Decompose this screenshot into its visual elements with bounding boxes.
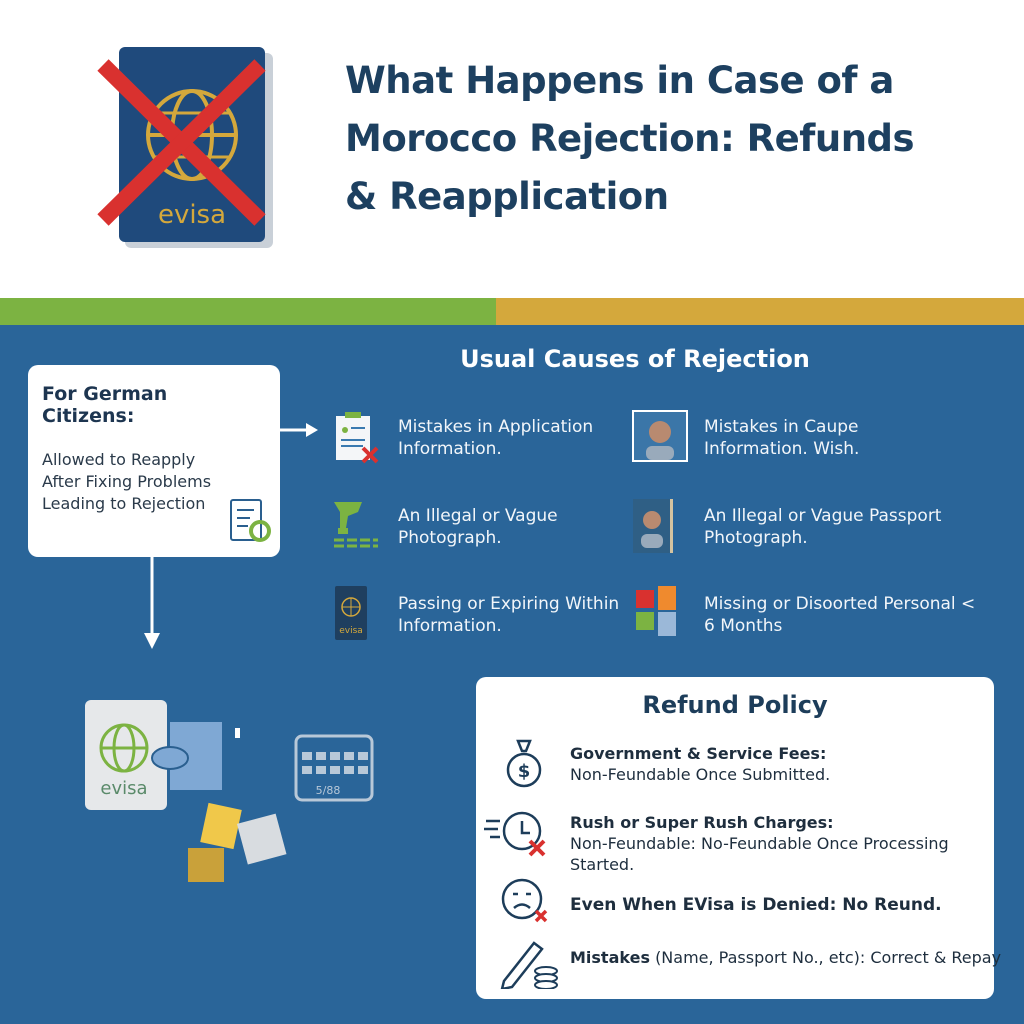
refund-item-heading: Rush or Super Rush Charges:: [570, 813, 834, 832]
cause-item: Mistakes in Caupe Information. Wish.: [704, 417, 860, 459]
passport-photo-icon: [633, 499, 673, 553]
passport-icon-label: evisa: [339, 626, 363, 636]
refund-item-heading: Government & Service Fees:: [570, 744, 827, 763]
calendar-label: 5/88: [316, 784, 341, 797]
refund-item: Even When EVisa is Denied: No Reund.: [570, 895, 990, 916]
refund-policy-card: Refund Policy $ Government & Service Fee…: [476, 677, 1001, 999]
cause-item: Mistakes in Application Information.: [398, 417, 594, 459]
cause-item: Passing or Expiring Within Information.: [398, 594, 620, 636]
checklist-icon: [230, 499, 271, 542]
clock-x-icon: [484, 811, 546, 857]
page-title: What Happens in Case of a Morocco Reject…: [345, 59, 915, 218]
pencil-coins-icon: [500, 941, 558, 989]
calendar-icon: [294, 734, 374, 802]
passport-label: evisa: [158, 200, 226, 230]
refund-item: Mistakes (Name, Passport No., etc): Corr…: [570, 947, 1002, 968]
refund-item-heading: Even When EVisa is Denied: No Reund.: [570, 895, 942, 915]
photo-portrait-icon: [632, 410, 688, 462]
causes-title: Usual Causes of Rejection: [460, 345, 810, 373]
svg-text:$: $: [518, 761, 531, 782]
refund-title: Refund Policy: [642, 691, 828, 719]
puzzle-icon: [636, 586, 676, 636]
refund-item: Rush or Super Rush Charges: Non-Feundable…: [570, 812, 990, 875]
arrow-down-icon: [144, 557, 160, 649]
reapplication-illustration: evisa 5/88: [85, 700, 374, 882]
evisa-label: evisa: [100, 778, 147, 799]
refund-item: Government & Service Fees: Non-Feundable …: [570, 743, 990, 785]
sad-face-icon: [501, 878, 548, 923]
application-form-icon: [336, 412, 379, 464]
refund-item-heading: Mistakes: [570, 948, 650, 967]
arrow-right-icon: [278, 423, 318, 437]
german-citizens-card: For German Citizens: Allowed to Reapply …: [28, 365, 280, 557]
refund-item-text: Non-Feundable Once Submitted.: [570, 765, 831, 784]
german-text: Allowed to Reapply After Fixing Problems…: [42, 450, 212, 513]
cause-item: An Illegal or Vague Passport Photograph.: [704, 506, 942, 548]
refund-item-text: Non-Feundable: No-Feundable Once Process…: [570, 834, 949, 874]
evisa-document-icon: [85, 700, 167, 810]
cause-item: Missing or Disoorted Personal < 6 Months: [704, 594, 976, 636]
green-stripe: [0, 298, 496, 325]
refund-item-text: (Name, Passport No., etc): Correct & Rep…: [655, 948, 1002, 967]
money-bag-icon: $: [506, 739, 542, 788]
german-heading: For German Citizens:: [42, 383, 168, 427]
camera-flash-icon: [334, 502, 378, 548]
passport-icon: evisa: [335, 586, 367, 640]
rejected-passport-icon: evisa: [97, 47, 273, 248]
gold-stripe: [496, 298, 1024, 325]
cause-item: An Illegal or Vague Photograph.: [398, 506, 558, 548]
